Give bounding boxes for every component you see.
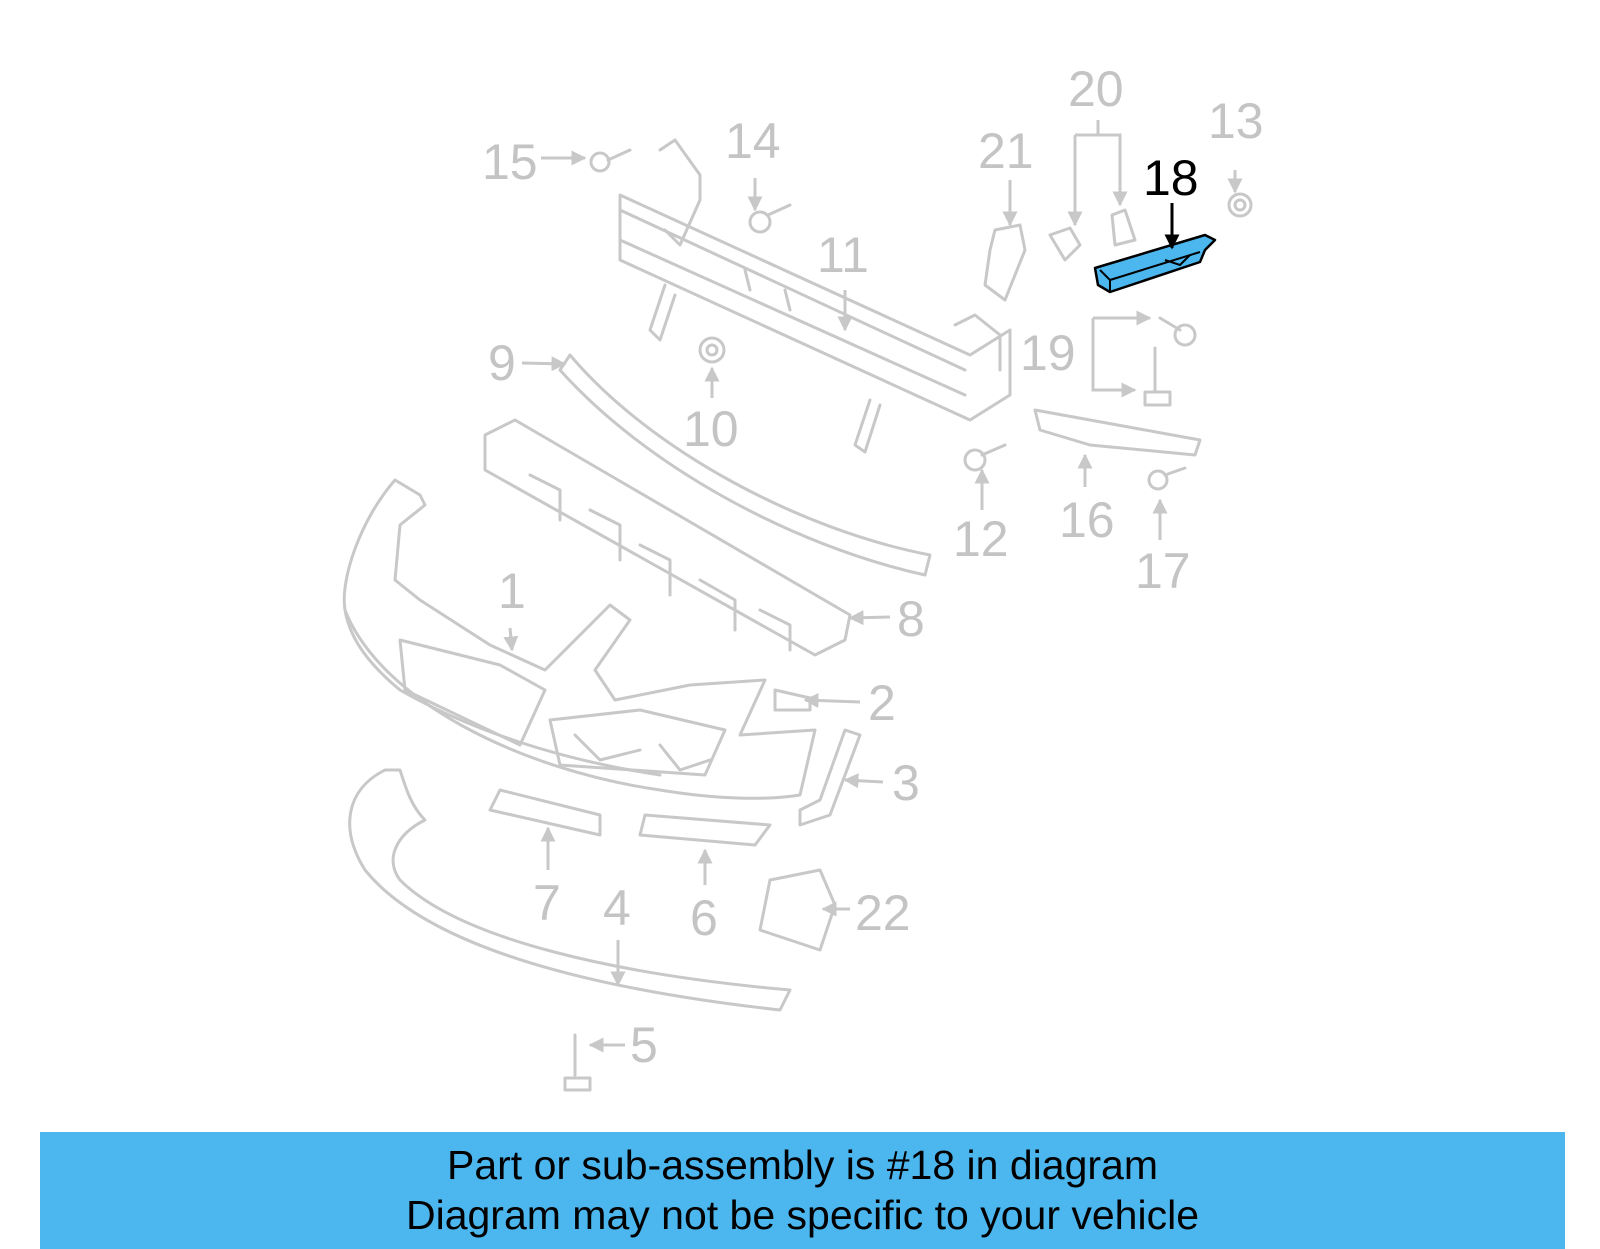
callout-10: 10 (683, 401, 739, 457)
callout-15: 15 (482, 134, 538, 190)
part-1-bumper-cover (342, 478, 817, 800)
part-20-clips (1048, 208, 1137, 262)
part-15-screw (589, 148, 632, 173)
callout-8: 8 (897, 591, 925, 647)
part-9-impact-strip (558, 353, 932, 577)
part-14-screw (748, 203, 792, 234)
part-18-highlighted (1093, 233, 1217, 294)
part-8-energy-absorber (483, 418, 852, 657)
part-11-reinforcement-beam (618, 138, 1012, 454)
callout-20: 20 (1068, 61, 1124, 117)
callout-14: 14 (725, 113, 781, 169)
callout-7: 7 (533, 875, 561, 931)
part-2-clip (773, 688, 812, 712)
part-7-trim (488, 788, 602, 837)
callout-4: 4 (603, 880, 631, 936)
callout-9: 9 (488, 335, 516, 391)
callout-22: 22 (855, 885, 911, 941)
callout-13: 13 (1208, 93, 1264, 149)
part-4-lower-spoiler (348, 768, 792, 1012)
part-21-bracket (983, 223, 1027, 302)
part-13-nut (1227, 192, 1253, 218)
part-6-trim (638, 813, 772, 847)
callout-labels: 1 2 3 4 5 6 7 8 9 10 11 12 13 14 15 16 1… (482, 61, 1264, 1073)
part-22-fog-cover (758, 868, 837, 952)
banner-line-1: Part or sub-assembly is #18 in diagram (447, 1142, 1158, 1188)
part-19-bolts (1143, 316, 1197, 407)
banner-line-2: Diagram may not be specific to your vehi… (405, 1192, 1199, 1238)
part-16-bracket (1033, 408, 1202, 457)
callout-18: 18 (1143, 150, 1199, 206)
callout-11: 11 (817, 227, 869, 283)
callout-21: 21 (978, 123, 1034, 179)
info-banner: Part or sub-assembly is #18 in diagram D… (40, 1132, 1565, 1249)
part-3-side-bracket (798, 728, 862, 827)
callout-3: 3 (892, 755, 920, 811)
part-5-bolt (563, 1033, 592, 1092)
part-17-screw (1147, 466, 1187, 491)
callout-16: 16 (1059, 492, 1115, 548)
callout-6: 6 (690, 890, 718, 946)
callout-2: 2 (868, 675, 896, 731)
part-10-nut (698, 336, 726, 364)
callout-17: 17 (1135, 543, 1191, 599)
callout-12: 12 (953, 511, 1009, 567)
callout-19: 19 (1020, 325, 1076, 381)
callout-5: 5 (630, 1017, 658, 1073)
part-12-bolt (963, 443, 1007, 472)
callout-1: 1 (498, 563, 526, 619)
leader-lines (503, 120, 1243, 1053)
